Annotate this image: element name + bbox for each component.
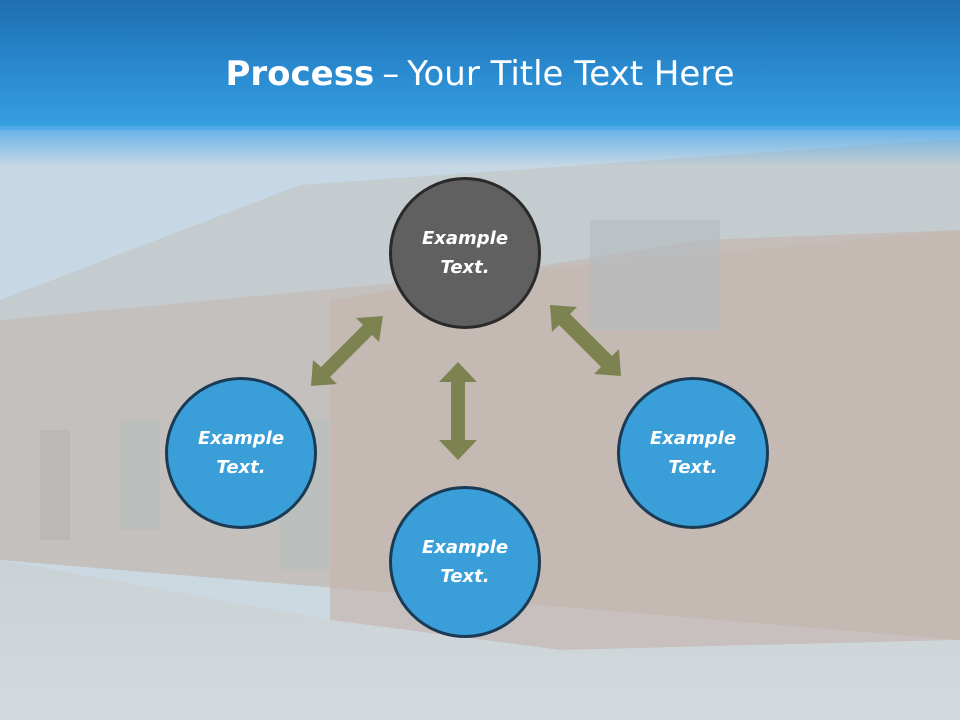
node-top[interactable]: Example Text. (389, 177, 541, 329)
title-dash: – (382, 54, 400, 94)
title-banner-fade (0, 126, 960, 166)
node-right[interactable]: Example Text. (617, 377, 769, 529)
arrow-top-right (550, 305, 621, 376)
slide-title: Process–Your Title Text Here (0, 52, 960, 96)
node-left-label: Example Text. (197, 428, 285, 478)
node-bottom[interactable]: Example Text. (389, 486, 541, 638)
title-bold: Process (225, 54, 375, 94)
arrow-top-left (311, 316, 383, 386)
arrow-top-bottom (439, 362, 477, 460)
node-right-label: Example Text. (649, 428, 737, 478)
node-top-label: Example Text. (421, 228, 509, 278)
title-banner (0, 0, 960, 130)
node-bottom-label: Example Text. (421, 537, 509, 587)
title-rest: Your Title Text Here (407, 54, 735, 94)
node-left[interactable]: Example Text. (165, 377, 317, 529)
